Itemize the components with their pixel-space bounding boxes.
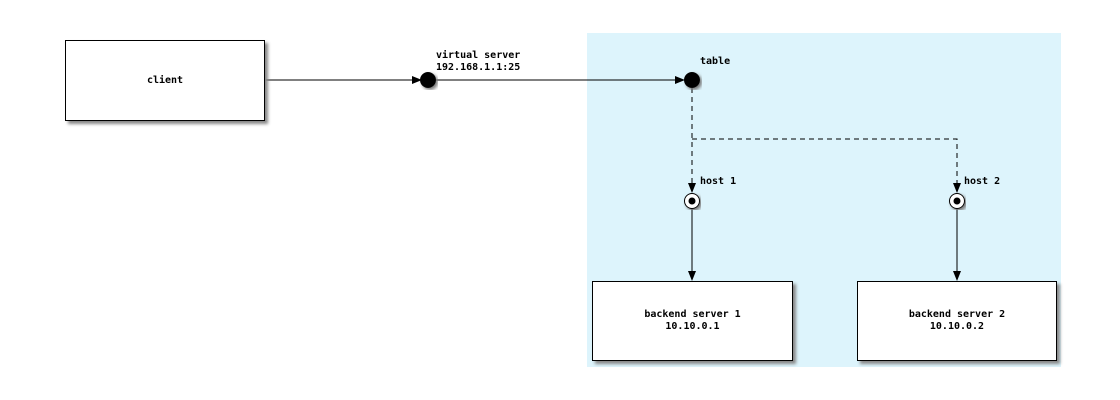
backend-1-address: 10.10.0.1 [665, 321, 720, 332]
table-label: table [700, 56, 731, 67]
table-node[interactable] [684, 72, 700, 88]
client-label: client [146, 74, 184, 86]
backend-2-address: 10.10.0.2 [929, 321, 985, 332]
client-box[interactable]: client [65, 40, 265, 121]
edge-table-to-host2 [692, 138, 961, 193]
backend-1-name: backend server 1 [644, 309, 741, 320]
virtual-server-address: 192.168.1.1:25 [436, 62, 521, 73]
host-2-node-dot [953, 197, 961, 205]
virtual-server-name: virtual server [436, 50, 521, 61]
host-1-node-dot [688, 197, 696, 205]
backend-2-name: backend server 2 [908, 309, 1006, 320]
host-1-label: host 1 [700, 176, 737, 187]
virtual-server-node[interactable] [420, 72, 436, 88]
host-2-label: host 2 [964, 176, 1001, 187]
